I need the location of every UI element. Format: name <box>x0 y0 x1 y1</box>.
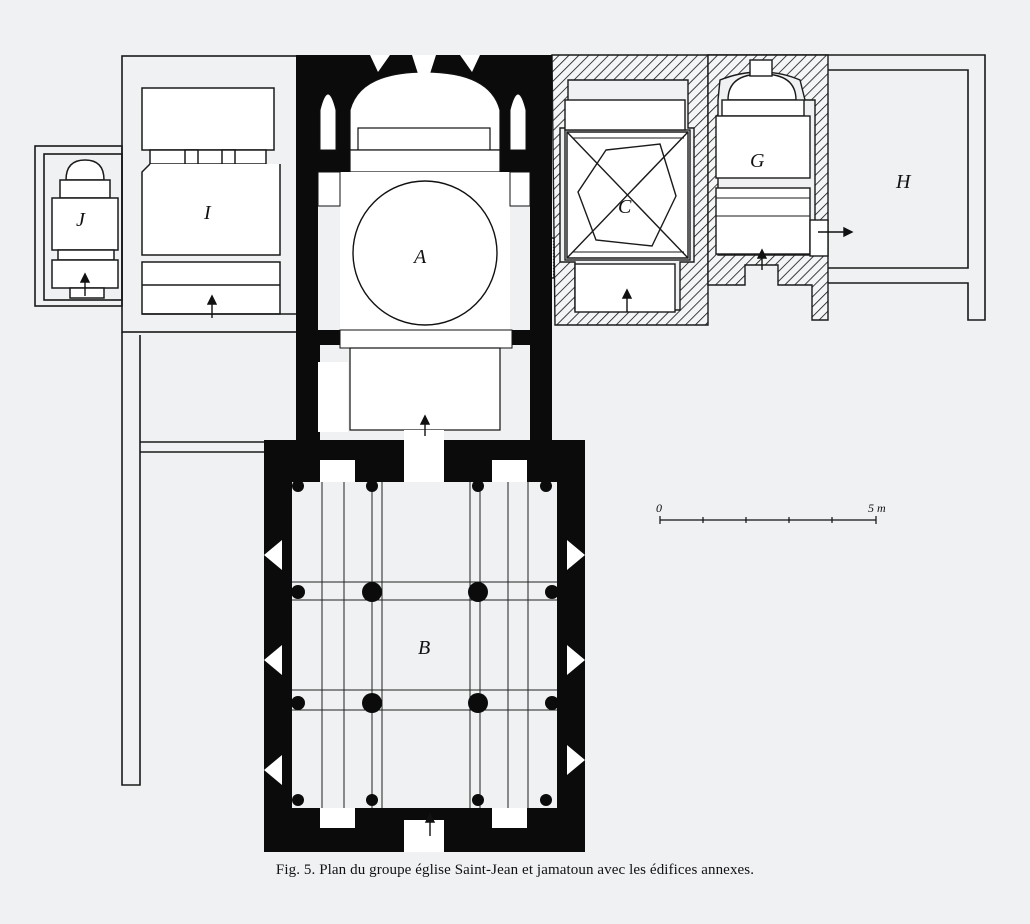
arrow-b <box>424 812 436 836</box>
scale-end: 5 m <box>868 501 886 515</box>
nave-grid <box>292 482 557 808</box>
label-b: B <box>418 637 430 659</box>
room-g-walls <box>707 54 829 321</box>
label-j: J <box>76 209 86 231</box>
label-g: G <box>750 150 765 172</box>
annex-outlines <box>34 54 986 786</box>
arrow-h <box>818 226 854 238</box>
jamatoun-a-walls <box>296 55 552 448</box>
floor-plan: A B C G H I J <box>34 54 986 852</box>
label-a: A <box>412 246 427 268</box>
arrow-g <box>756 248 768 270</box>
label-h: H <box>895 171 912 193</box>
label-i: I <box>203 202 212 224</box>
room-i <box>141 87 296 315</box>
figure-caption: Fig. 5. Plan du groupe église Saint-Jean… <box>275 862 755 878</box>
nave-pillars <box>291 480 559 806</box>
arrow-j <box>79 272 91 296</box>
arrow-a <box>419 414 431 436</box>
arrow-i <box>206 294 218 318</box>
label-c: C <box>618 196 632 218</box>
room-c-walls <box>533 54 709 326</box>
scale-bar: 0 5 m <box>656 501 886 524</box>
arrow-c <box>621 288 633 312</box>
entrance-arrows <box>79 226 854 836</box>
scale-start: 0 <box>656 501 662 515</box>
